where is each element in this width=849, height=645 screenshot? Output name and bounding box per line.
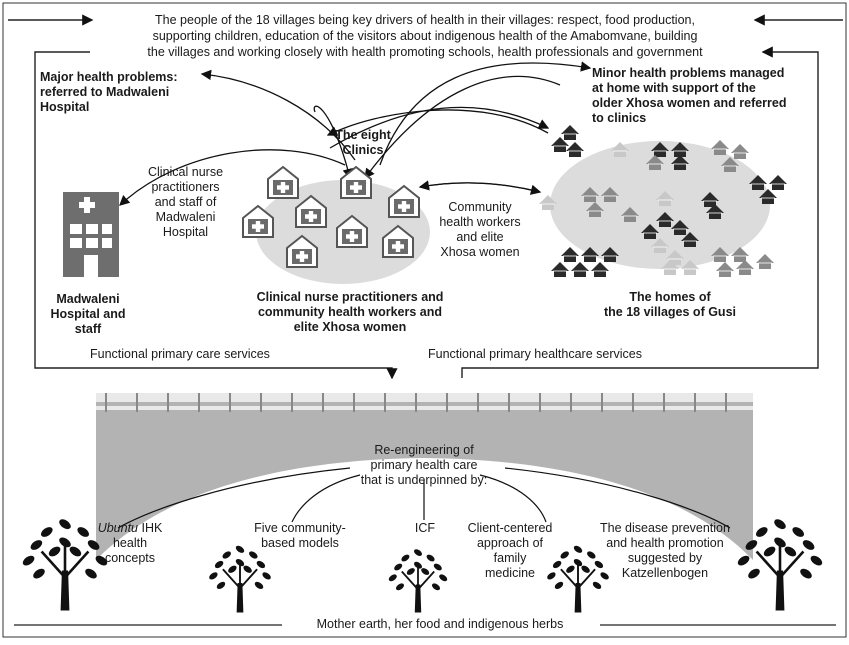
village-hut-icon — [646, 155, 664, 170]
foundation-lines — [117, 467, 731, 529]
village-hut-icon — [656, 191, 674, 206]
relation-arrows — [119, 61, 592, 206]
clinic-icon — [286, 234, 318, 268]
village-hut-icon — [581, 247, 599, 262]
five-models-label: Five community- based models — [254, 521, 346, 550]
village-hut-icon — [591, 262, 609, 277]
village-hut-icon — [561, 247, 579, 262]
village-hut-icons — [539, 125, 787, 277]
village-hut-icon — [731, 247, 749, 262]
homes-label: The homes of the 18 villages of Gusi — [604, 290, 736, 319]
village-hut-icon — [571, 262, 589, 277]
client-centered-label: Client-centered approach of family medic… — [467, 521, 553, 580]
village-hut-icon — [641, 224, 659, 239]
clinic-icon — [382, 224, 414, 258]
tree-icon — [22, 519, 108, 611]
ubuntu-italic: Ubuntu — [97, 521, 138, 535]
village-hut-icon — [566, 142, 584, 157]
village-hut-icon — [701, 192, 719, 207]
tree-icon — [547, 545, 609, 613]
village-hut-icon — [611, 142, 629, 157]
village-hut-icon — [736, 260, 754, 275]
clinic-icon — [295, 194, 327, 228]
ubuntu-rest: IHK health concepts — [104, 521, 163, 565]
village-hut-icon — [711, 247, 729, 262]
clinical-nurse-left-label: Clinical nurse practitioners and staff o… — [147, 165, 224, 239]
village-hut-icon — [551, 262, 569, 277]
village-hut-icon — [681, 260, 699, 275]
community-workers-label: Community health workers and elite Xhosa… — [439, 200, 521, 259]
village-hut-icon — [661, 260, 679, 275]
clinic-icons — [242, 165, 420, 268]
services-loop-lines — [8, 14, 843, 380]
village-hut-icon — [651, 238, 669, 253]
village-hut-icon — [586, 202, 604, 217]
village-hut-icon — [756, 254, 774, 269]
village-hut-icon — [706, 204, 724, 219]
ubuntu-label: Ubuntu IHK health concepts — [85, 521, 175, 566]
bridge — [96, 393, 753, 560]
village-hut-icon — [671, 220, 689, 235]
clinic-icon — [336, 214, 368, 248]
village-hut-icon — [731, 144, 749, 159]
clinic-icon — [267, 165, 299, 199]
village-hut-icon — [716, 262, 734, 277]
village-hut-icon — [749, 175, 767, 190]
disease-prevention-label: The disease prevention and health promot… — [600, 521, 730, 580]
functional-right-label: Functional primary healthcare services — [428, 347, 642, 361]
village-hut-icon — [621, 207, 639, 222]
village-hut-icon — [561, 125, 579, 140]
village-hut-icon — [681, 232, 699, 247]
village-hut-icon — [551, 137, 569, 152]
village-hut-icon — [656, 212, 674, 227]
village-hut-icon — [671, 142, 689, 157]
hospital-building-icon — [63, 192, 119, 277]
village-hut-icon — [671, 155, 689, 170]
eight-clinics-label: The eight Clinics — [335, 128, 391, 157]
top-banner-text: The people of the 18 villages being key … — [147, 13, 703, 59]
clinic-icon — [340, 165, 372, 199]
village-hut-icon — [759, 189, 777, 204]
village-hut-icon — [666, 250, 684, 265]
village-hut-icon — [769, 175, 787, 190]
village-hut-icon — [601, 247, 619, 262]
village-hut-icon — [711, 140, 729, 155]
tree-icon — [737, 519, 823, 611]
major-problems-label: Major health problems: referred to Madwa… — [40, 70, 178, 114]
reengineering-label: Re-engineering of primary health care th… — [360, 443, 488, 487]
tree-icon — [209, 545, 271, 613]
mother-earth-label: Mother earth, her food and indigenous he… — [316, 617, 564, 631]
tree-icons — [22, 519, 823, 613]
village-hut-icon — [651, 142, 669, 157]
icf-label: ICF — [414, 521, 436, 535]
tree-icon — [388, 549, 448, 613]
clinic-icon — [388, 184, 420, 218]
village-hut-icon — [601, 187, 619, 202]
minor-problems-label: Minor health problems managed at home wi… — [592, 66, 787, 125]
clinics-label: Clinical nurse practitioners and communi… — [256, 290, 444, 334]
clinic-icon — [242, 204, 274, 238]
functional-left-label: Functional primary care services — [90, 347, 270, 361]
village-hut-icon — [581, 187, 599, 202]
village-hut-icon — [539, 195, 557, 210]
village-hut-icon — [721, 157, 739, 172]
hospital-label: Madwaleni Hospital and staff — [50, 292, 126, 336]
